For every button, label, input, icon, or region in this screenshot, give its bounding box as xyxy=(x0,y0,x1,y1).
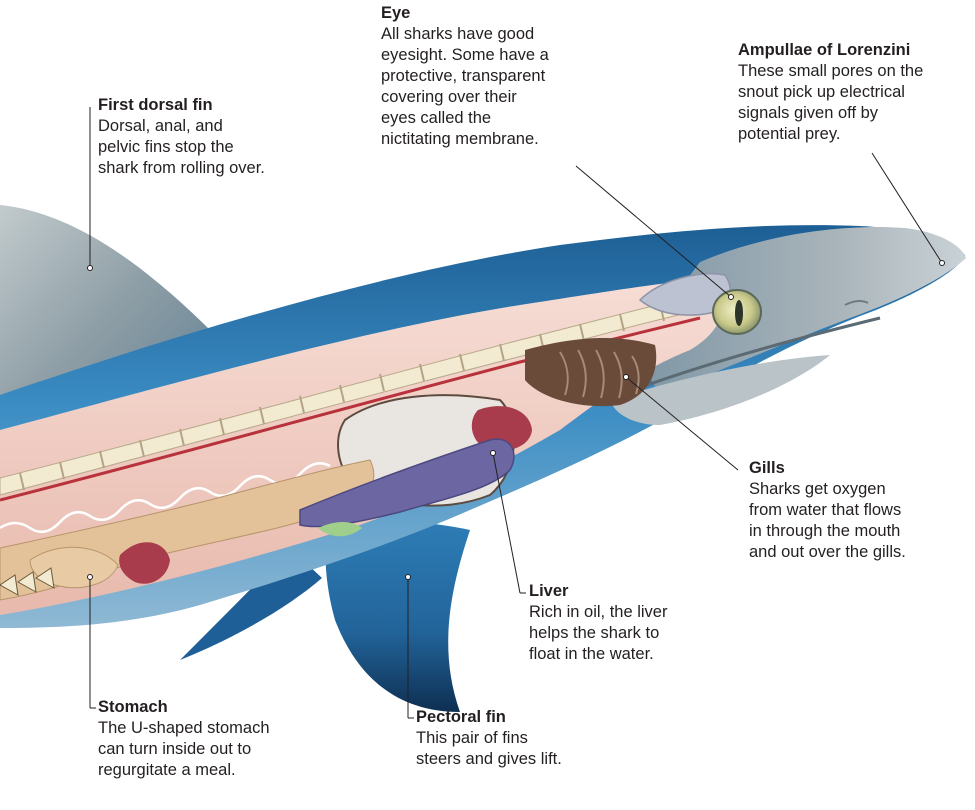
label-gills: Gills Sharks get oxygen from water that … xyxy=(749,458,974,563)
label-ampullae-desc: These small pores on the snout pick up e… xyxy=(738,61,973,145)
label-stomach-title: Stomach xyxy=(98,697,328,718)
eye xyxy=(713,290,761,334)
label-gills-desc: Sharks get oxygen from water that flows … xyxy=(749,479,974,563)
label-liver-title: Liver xyxy=(529,581,759,602)
label-ampullae: Ampullae of Lorenzini These small pores … xyxy=(738,40,973,145)
label-dorsal-fin-title: First dorsal fin xyxy=(98,95,308,116)
label-ampullae-title: Ampullae of Lorenzini xyxy=(738,40,973,61)
label-liver-desc: Rich in oil, the liver helps the shark t… xyxy=(529,602,759,665)
label-dorsal-fin-desc: Dorsal, anal, and pelvic fins stop the s… xyxy=(98,116,308,179)
label-eye-title: Eye xyxy=(381,3,611,24)
label-liver: Liver Rich in oil, the liver helps the s… xyxy=(529,581,759,665)
label-stomach: Stomach The U-shaped stomach can turn in… xyxy=(98,697,328,781)
label-dorsal-fin: First dorsal fin Dorsal, anal, and pelvi… xyxy=(98,95,308,179)
label-pectoral-fin: Pectoral fin This pair of fins steers an… xyxy=(416,707,646,770)
label-pectoral-fin-desc: This pair of fins steers and gives lift. xyxy=(416,728,646,770)
label-eye: Eye All sharks have good eyesight. Some … xyxy=(381,3,611,150)
label-eye-desc: All sharks have good eyesight. Some have… xyxy=(381,24,611,150)
label-gills-title: Gills xyxy=(749,458,974,479)
label-stomach-desc: The U-shaped stomach can turn inside out… xyxy=(98,718,328,781)
label-pectoral-fin-title: Pectoral fin xyxy=(416,707,646,728)
